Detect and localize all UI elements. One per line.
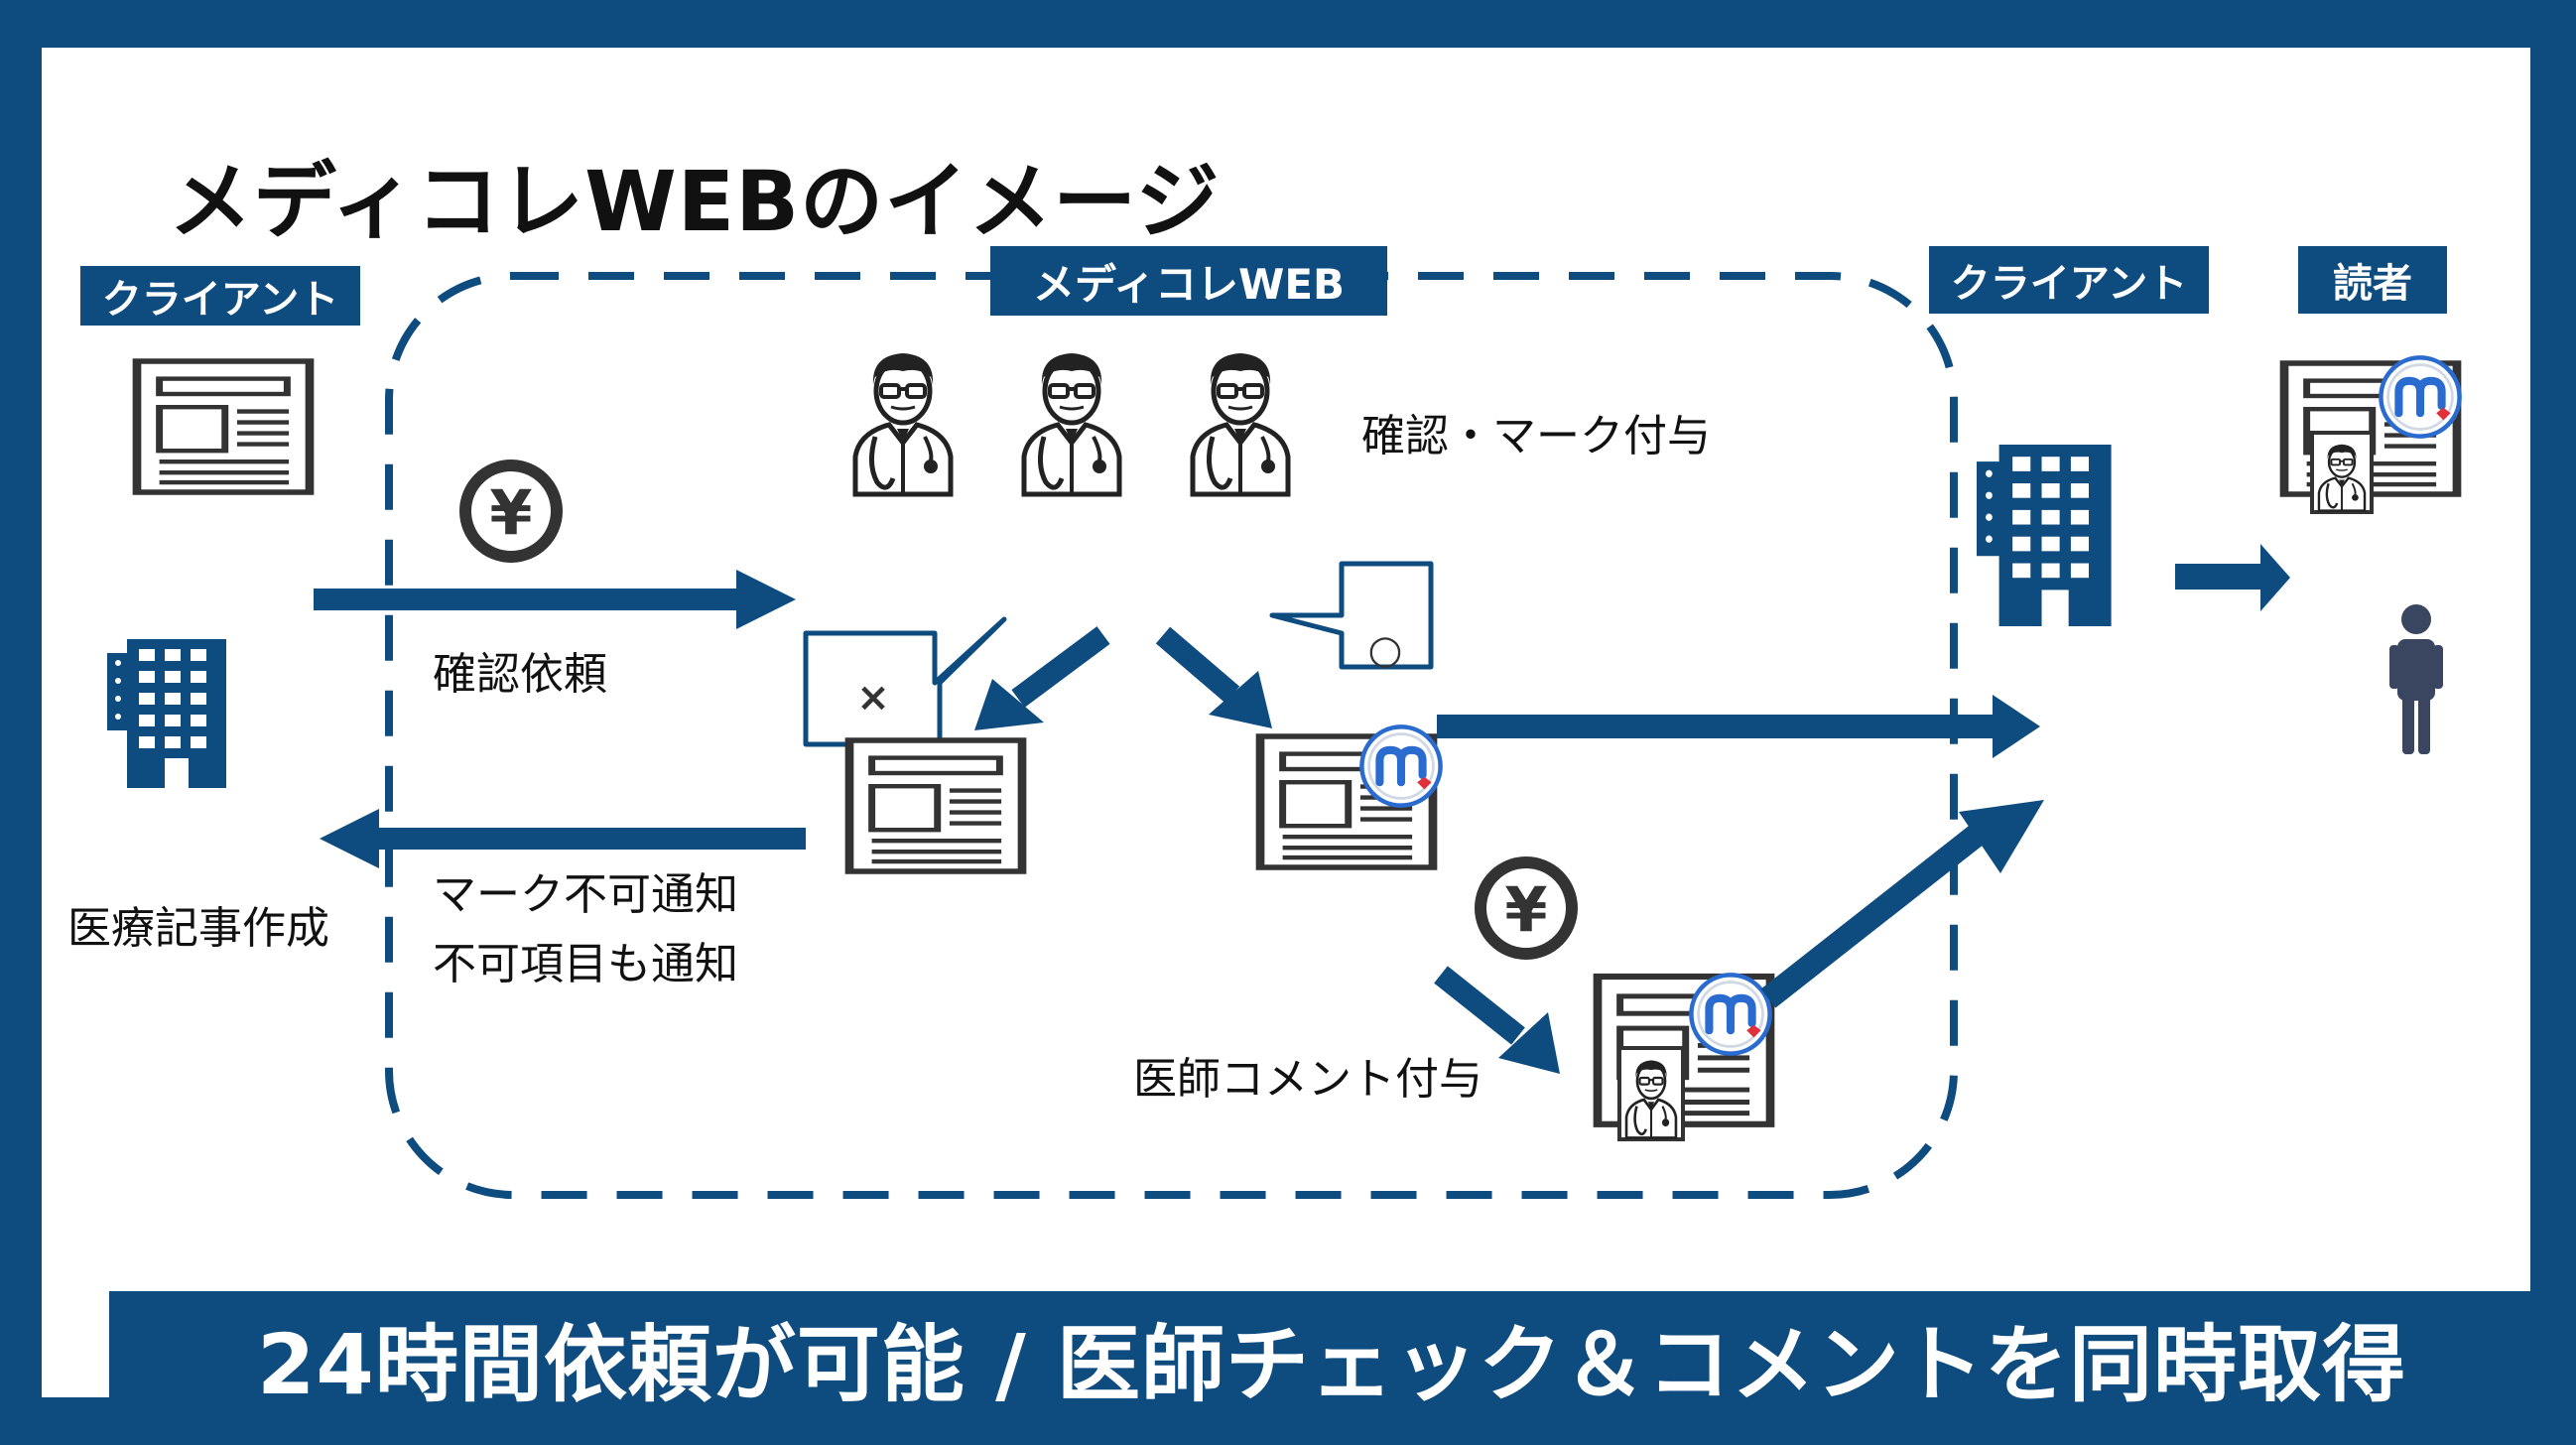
doctor-icon-1 [855, 353, 951, 494]
request-arrow [314, 570, 796, 629]
medicolle-logo-icon-3 [2381, 357, 2459, 436]
medical-article-label: 医療記事作成 [67, 903, 329, 954]
mark-not-possible-label: マーク不可通知 [433, 869, 738, 920]
diagram-graphics: ¥ × ○ [107, 272, 2530, 1199]
approve-bubble [1269, 561, 1434, 670]
reader-tag: 読者 [2298, 246, 2447, 314]
reader-person-icon [2389, 604, 2443, 754]
yen-symbol-1: ¥ [489, 476, 532, 549]
commented-document-icon [1598, 977, 1770, 1141]
items-not-possible-label: 不可項目も通知 [433, 939, 738, 989]
client-left-tag: クライアント [80, 266, 360, 326]
page-title: メディコレWEBのイメージ [169, 153, 1221, 250]
reader-arrow [2175, 544, 2290, 611]
approve-arrow [1155, 626, 1272, 728]
notify-arrow [320, 809, 806, 868]
reject-mark-icon: × [856, 675, 890, 721]
right-client-building-icon [1977, 445, 2112, 626]
medicolle-logo-icon-2 [1691, 975, 1769, 1053]
publish-arrow-diagonal [1760, 800, 2044, 1008]
comment-arrow [1434, 966, 1560, 1074]
publish-arrow [1437, 695, 2040, 758]
diagram-canvas: ¥ × ○ [42, 48, 2554, 1425]
rejected-document-icon [849, 740, 1022, 871]
client-building-icon [107, 639, 226, 788]
reject-bubble [803, 616, 1007, 747]
reader-document-icon [2284, 363, 2457, 514]
reject-arrow [974, 626, 1110, 730]
service-tag: メディコレWEB [990, 246, 1387, 316]
medicolle-logo-icon-1 [1361, 726, 1440, 805]
doctor-comment-label: 医師コメント付与 [1133, 1054, 1482, 1105]
confirm-mark-label: 確認・マーク付与 [1361, 411, 1711, 461]
doctor-icon-2 [1024, 353, 1119, 494]
doctor-icon-3 [1193, 353, 1288, 494]
logo-letter-1: m [1401, 783, 1402, 785]
confirm-request-label: 確認依頼 [433, 649, 607, 700]
client-right-tag: クライアント [1929, 246, 2209, 314]
client-document-icon [137, 361, 310, 492]
summary-banner: 24時間依頼が可能 / 医師チェック＆コメントを同時取得 [109, 1291, 2554, 1425]
yen-symbol-2: ¥ [1504, 873, 1547, 946]
approve-mark-icon: ○ [1368, 627, 1403, 673]
